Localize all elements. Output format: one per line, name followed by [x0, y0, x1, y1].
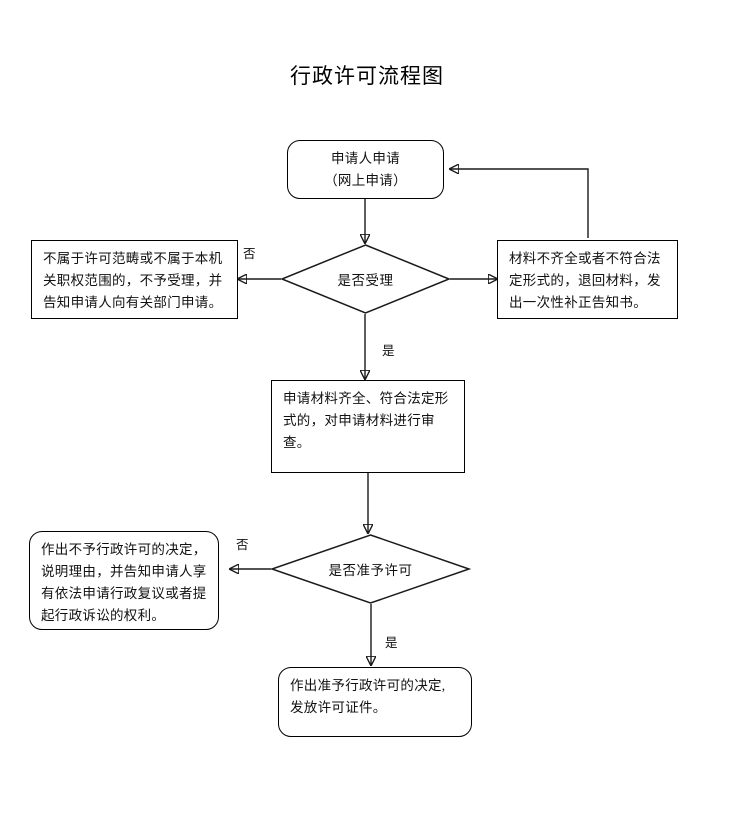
node-review-materials[interactable]: 申请材料齐全、符合法定形式的，对申请材料进行审查。 [271, 380, 465, 473]
page-title: 行政许可流程图 [290, 64, 444, 88]
node-reject-not-in-scope-text: 不属于许可范畴或不属于本机关职权范围的，不予受理，并告知申请人向有关部门申请。 [43, 251, 223, 310]
node-applicant-application-line1: 申请人申请 [331, 150, 400, 166]
edge-return-feedback-loop [450, 169, 589, 238]
node-reject-not-in-scope[interactable]: 不属于许可范畴或不属于本机关职权范围的，不予受理，并告知申请人向有关部门申请。 [31, 240, 238, 319]
node-review-materials-text: 申请材料齐全、符合法定形式的，对申请材料进行审查。 [283, 391, 449, 450]
node-decision-approve[interactable]: 是否准予许可 [269, 534, 472, 604]
node-applicant-application[interactable]: 申请人申请 （网上申请） [287, 140, 444, 199]
node-refuse-permit[interactable]: 作出不予行政许可的决定，说明理由，并告知申请人享有依法申请行政复议或者提起行政诉… [29, 531, 219, 630]
node-decision-approve-label: 是否准予许可 [328, 563, 413, 578]
diamond-shape-accept [280, 244, 451, 314]
node-grant-permit[interactable]: 作出准予行政许可的决定, 发放许可证件。 [278, 667, 472, 737]
edge-label-accept-no: 否 [243, 247, 256, 261]
edge-label-approve-no: 否 [236, 538, 249, 552]
node-decision-accept-label: 是否受理 [337, 273, 394, 288]
node-applicant-application-line2: （网上申请） [324, 172, 407, 188]
diamond-shape-approve [269, 534, 472, 604]
node-decision-accept[interactable]: 是否受理 [280, 244, 451, 314]
node-return-materials-text: 材料不齐全或者不符合法定形式的，退回材料，发出一次性补正告知书。 [509, 251, 661, 310]
node-refuse-permit-text: 作出不予行政许可的决定，说明理由，并告知申请人享有依法申请行政复议或者提起行政诉… [41, 542, 207, 623]
node-applicant-application-text: 申请人申请 （网上申请） [314, 148, 417, 192]
node-return-materials[interactable]: 材料不齐全或者不符合法定形式的，退回材料，发出一次性补正告知书。 [497, 240, 678, 319]
node-grant-permit-text: 作出准予行政许可的决定, 发放许可证件。 [290, 678, 446, 715]
edge-label-accept-yes: 是 [382, 344, 395, 358]
edge-label-approve-yes: 是 [385, 636, 398, 650]
